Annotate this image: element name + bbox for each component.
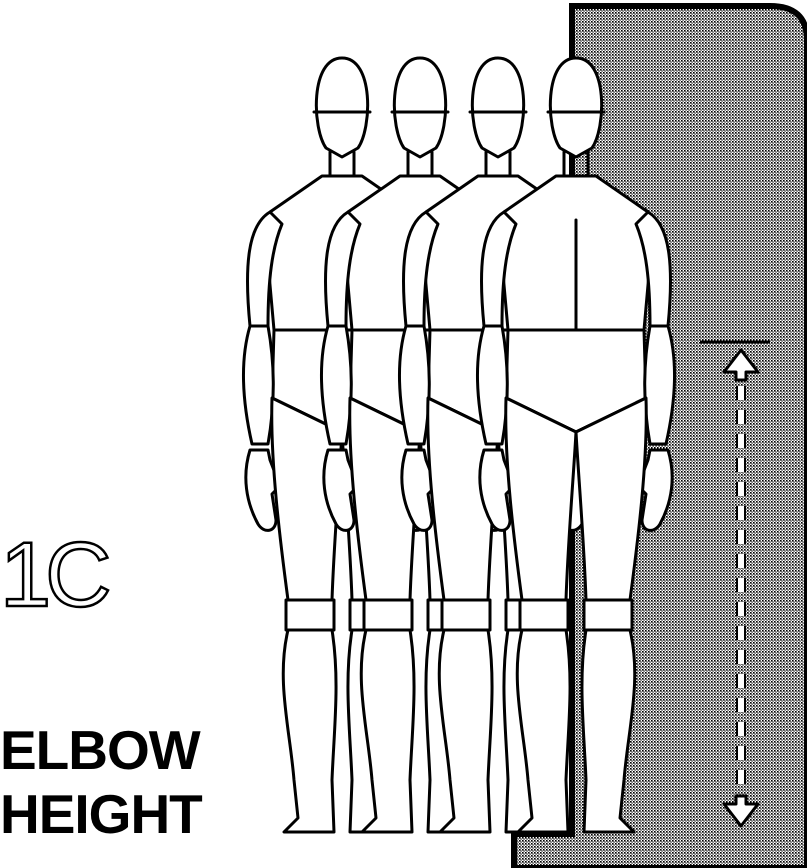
label-line-height: HEIGHT	[0, 783, 203, 845]
plate-number: 1C	[0, 524, 108, 626]
double-arrow-icon	[722, 348, 760, 828]
figure-label: ELBOW HEIGHT	[0, 718, 203, 846]
label-line-elbow: ELBOW	[0, 719, 201, 781]
